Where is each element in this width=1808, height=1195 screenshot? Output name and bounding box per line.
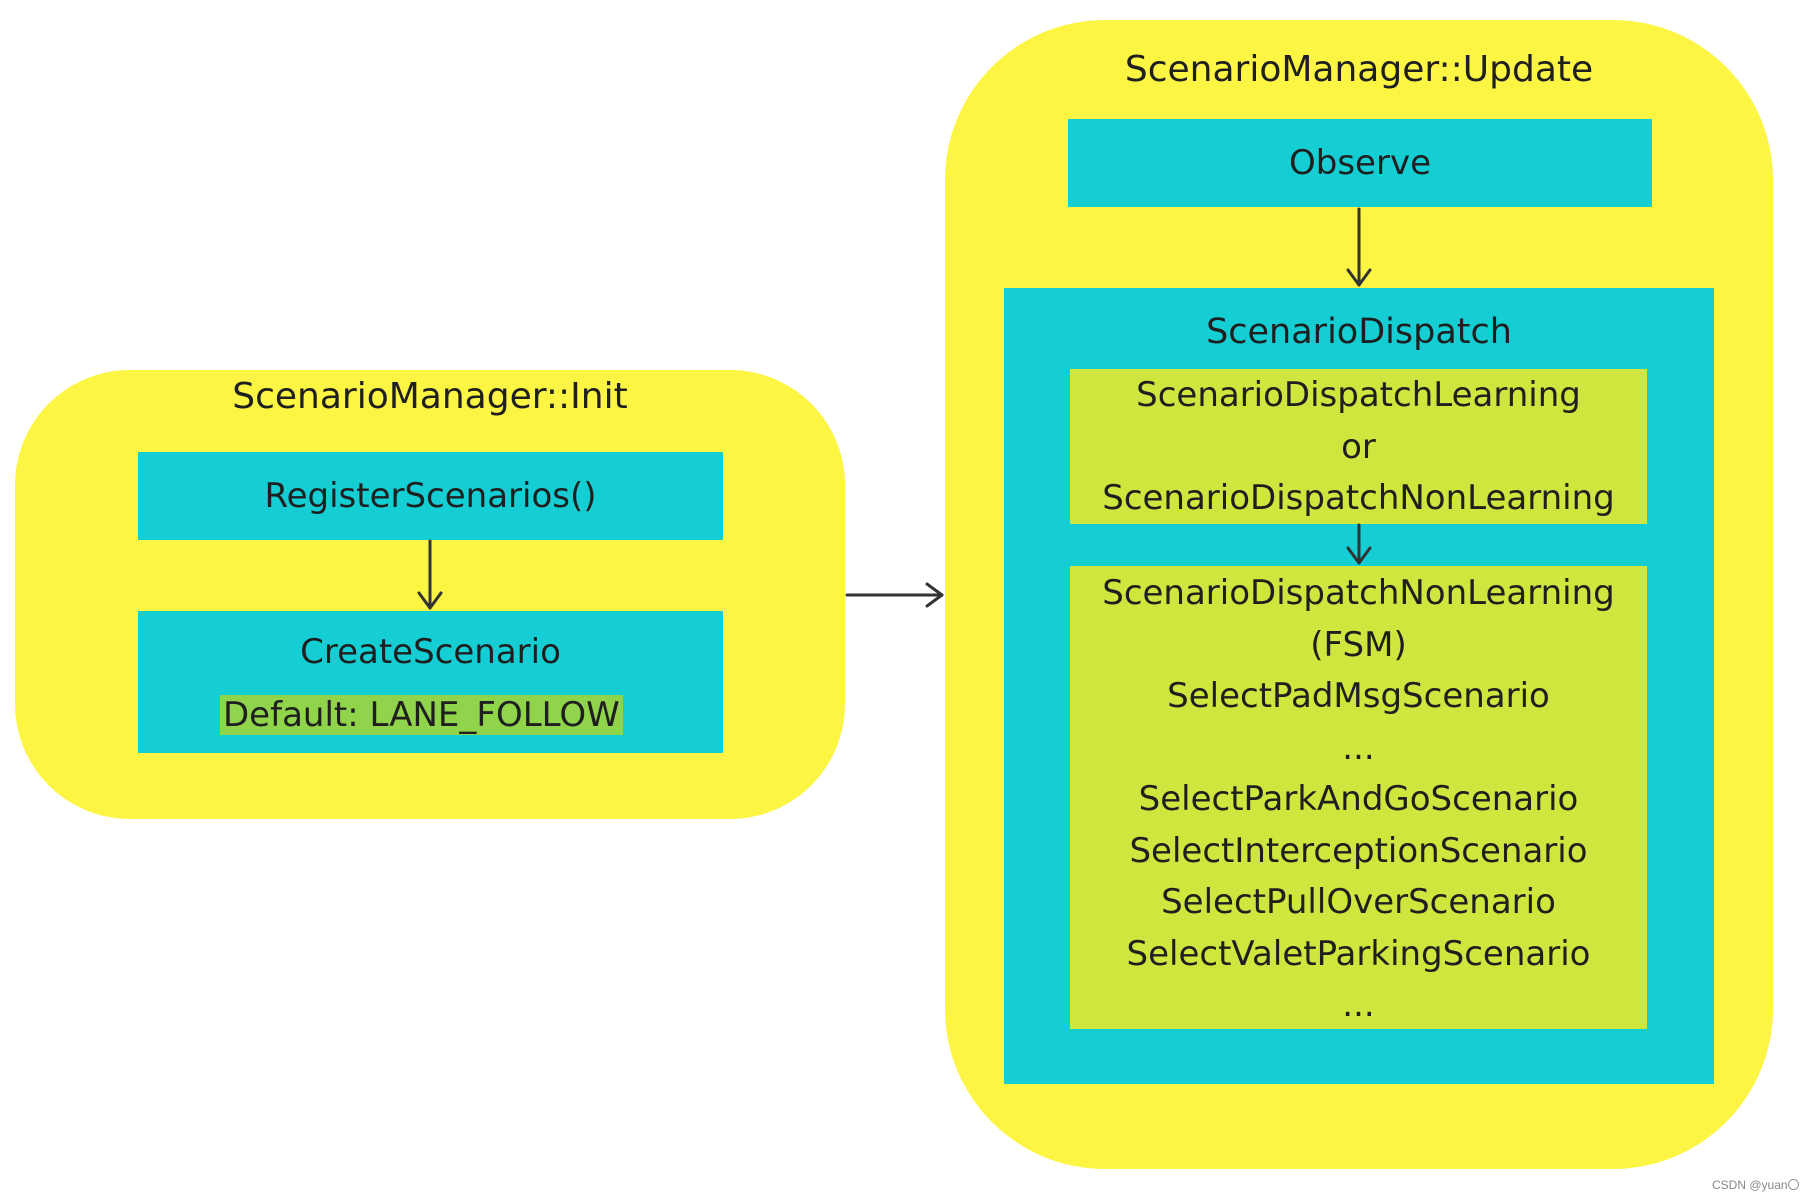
nonlearning-line: ScenarioDispatchNonLearning: [1102, 573, 1615, 613]
observe-node: Observe: [1068, 119, 1652, 207]
nonlearning-line: ...: [1342, 985, 1375, 1025]
nonlearning-line: SelectPullOverScenario: [1161, 882, 1556, 922]
update-group-title: ScenarioManager::Update: [1124, 49, 1594, 90]
dispatch-learning-line: ScenarioDispatchLearning: [1136, 375, 1581, 415]
register-scenarios-label: RegisterScenarios(): [264, 476, 597, 516]
arrow-learning-to-nonlearning-head: [1346, 546, 1372, 565]
create-scenario-node: CreateScenario Default: LANE_FOLLOW: [138, 611, 723, 753]
nonlearning-line: SelectInterceptionScenario: [1129, 830, 1588, 871]
dispatch-learning-box: ScenarioDispatchLearning or ScenarioDisp…: [1070, 369, 1647, 524]
dispatch-nonlearning-box: ScenarioDispatchNonLearning (FSM) Select…: [1070, 566, 1647, 1029]
arrow-observe-to-dispatch-head: [1346, 268, 1372, 287]
create-scenario-label: CreateScenario: [300, 632, 561, 672]
nonlearning-line: ...: [1342, 727, 1375, 768]
nonlearning-line: (FSM): [1310, 624, 1407, 665]
default-scenario-label: Default: LANE_FOLLOW: [220, 695, 623, 735]
nonlearning-line: SelectValetParkingScenario: [1126, 933, 1591, 974]
observe-label: Observe: [1289, 143, 1431, 183]
arrow-init-to-update-head: [925, 582, 944, 608]
init-group-title: ScenarioManager::Init: [232, 376, 628, 417]
nonlearning-line: SelectPadMsgScenario: [1167, 676, 1550, 716]
arrow-register-to-create-head: [417, 591, 443, 610]
dispatch-learning-line: or: [1341, 426, 1376, 467]
scenario-dispatch-title: ScenarioDispatch: [1206, 312, 1512, 352]
watermark: CSDN @yuan〇: [1712, 1178, 1800, 1192]
register-scenarios-node: RegisterScenarios(): [138, 452, 723, 540]
dispatch-learning-line: ScenarioDispatchNonLearning: [1102, 478, 1615, 518]
nonlearning-line: SelectParkAndGoScenario: [1138, 779, 1579, 819]
